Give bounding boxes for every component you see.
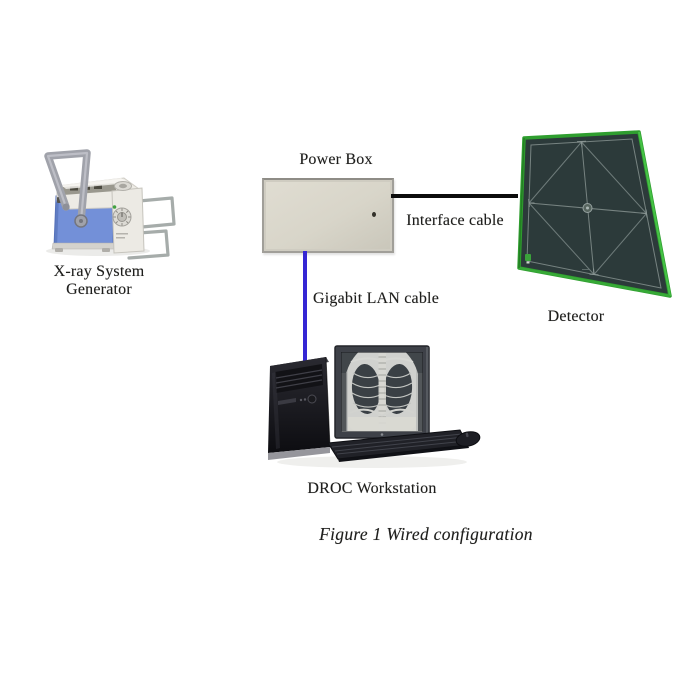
power-box-label: Power Box [299, 151, 373, 168]
interface-cable-line [391, 194, 518, 198]
mouse [455, 431, 481, 447]
workstation-label: DROC Workstation [307, 480, 437, 497]
chest-xray-image [341, 352, 423, 432]
detector-center-marker [582, 203, 593, 213]
generator-power-led [112, 205, 117, 209]
power-box-indicator-dot [372, 212, 376, 217]
power-box-image [262, 178, 394, 253]
detector-panel [517, 130, 672, 298]
generator-dial [112, 207, 132, 227]
interface-cable-label: Interface cable [406, 212, 504, 229]
monitor-brand-dot [380, 433, 384, 436]
generator-handle [44, 149, 91, 228]
tower-power-button [307, 394, 317, 404]
generator-label-line1: X-ray System [53, 263, 145, 280]
gigabit-lan-cable-line [303, 251, 307, 363]
generator-label-line2: Generator [66, 281, 132, 298]
generator-control-panel [111, 181, 145, 254]
detector-bottom-marking [582, 269, 589, 270]
tower-pc [268, 356, 331, 460]
generator-side-bars [123, 196, 176, 260]
detector-logo [525, 254, 531, 264]
workstation-image [268, 345, 481, 468]
detector-edge-ticks [528, 140, 648, 276]
workstation-shadow [277, 456, 467, 468]
detector-label: Detector [547, 308, 605, 325]
xray-generator-image [44, 149, 176, 260]
figure-caption: Figure 1 Wired configuration [319, 524, 533, 544]
detector-image [517, 130, 672, 298]
gigabit-lan-cable-label: Gigabit LAN cable [312, 290, 440, 307]
generator-label: X-ray System Generator [26, 263, 172, 299]
